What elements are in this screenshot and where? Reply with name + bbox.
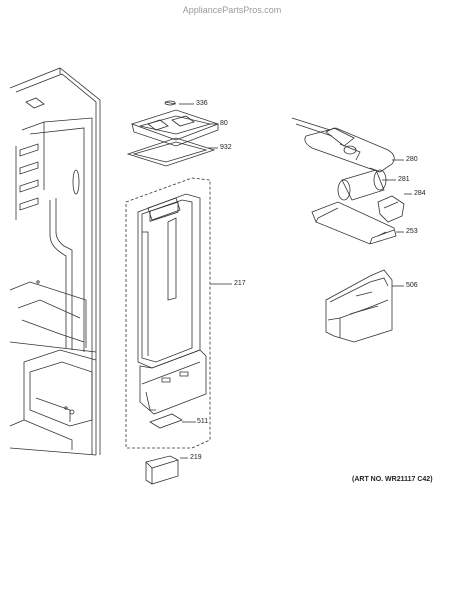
water-filter-281 — [338, 170, 396, 200]
art-number-label: (ART NO. WR21117 C42) — [352, 476, 433, 483]
watermark: AppliancePartsPros.com — [182, 5, 282, 15]
callout-280: 280 — [406, 156, 418, 163]
callout-506: 506 — [406, 282, 418, 289]
callout-284: 284 — [414, 190, 426, 197]
callout-336: 336 — [196, 100, 208, 107]
callout-932: 932 — [220, 144, 232, 151]
callout-80: 80 — [220, 120, 228, 127]
filter-cap-284 — [378, 194, 412, 222]
callout-217: 217 — [234, 280, 246, 287]
filter-cover-506 — [326, 270, 404, 342]
callout-219: 219 — [190, 454, 202, 461]
air-tower-assembly — [126, 101, 232, 448]
part-219 — [146, 456, 188, 484]
callout-253: 253 — [406, 228, 418, 235]
filter-door-253 — [312, 202, 404, 244]
filter-housing-280 — [292, 118, 404, 172]
callout-511: 511 — [197, 418, 209, 425]
callout-281: 281 — [398, 176, 410, 183]
refrigerator-cabinet — [10, 68, 100, 455]
